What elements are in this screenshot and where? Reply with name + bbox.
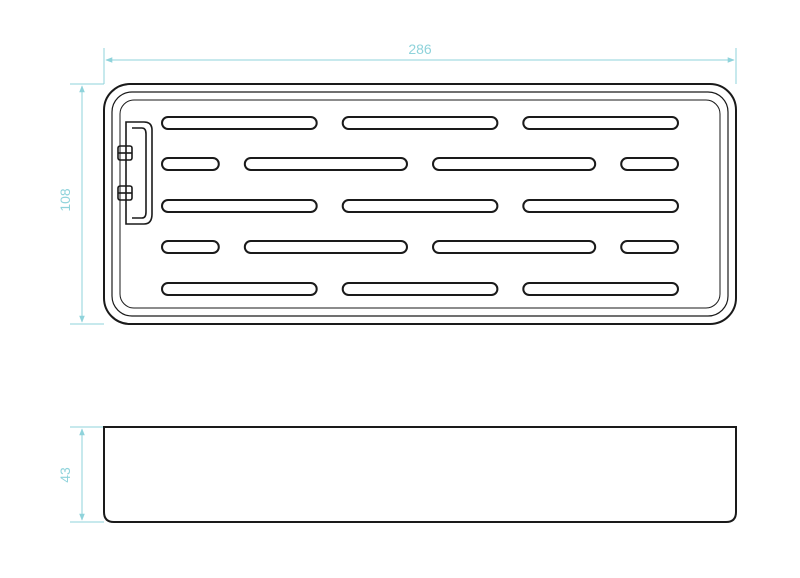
drain-slot (161, 282, 318, 296)
depth-dimension: 108 (57, 83, 104, 325)
depth-label: 108 (57, 188, 73, 212)
width-label: 286 (408, 41, 432, 57)
width-dimension: 286 (103, 41, 737, 84)
tray-top-view (103, 83, 737, 325)
drain-slot (432, 157, 597, 171)
wall-clip-body (125, 121, 153, 225)
drain-slot (341, 199, 499, 213)
tray-side-view (103, 426, 737, 523)
drain-slot (243, 157, 408, 171)
height-label: 43 (57, 467, 73, 483)
drain-slot (161, 157, 220, 171)
wall-clip (117, 121, 153, 225)
drain-slot (161, 240, 220, 254)
drain-slot (432, 240, 597, 254)
drain-slots (161, 116, 680, 296)
drain-slot (522, 116, 679, 130)
drain-slot (161, 116, 318, 130)
height-dimension: 43 (57, 426, 104, 523)
tray-inner-rim (111, 91, 729, 317)
drain-slot (522, 282, 679, 296)
drain-slot (161, 199, 318, 213)
drain-slot (522, 199, 679, 213)
tray-side-outline (103, 426, 737, 523)
tray-floor-edge (119, 99, 721, 309)
drain-slot (620, 240, 680, 254)
drain-slot (243, 240, 408, 254)
drain-slot (620, 157, 680, 171)
drain-slot (341, 282, 499, 296)
wall-clip-inner (132, 127, 147, 219)
drain-slot (341, 116, 499, 130)
